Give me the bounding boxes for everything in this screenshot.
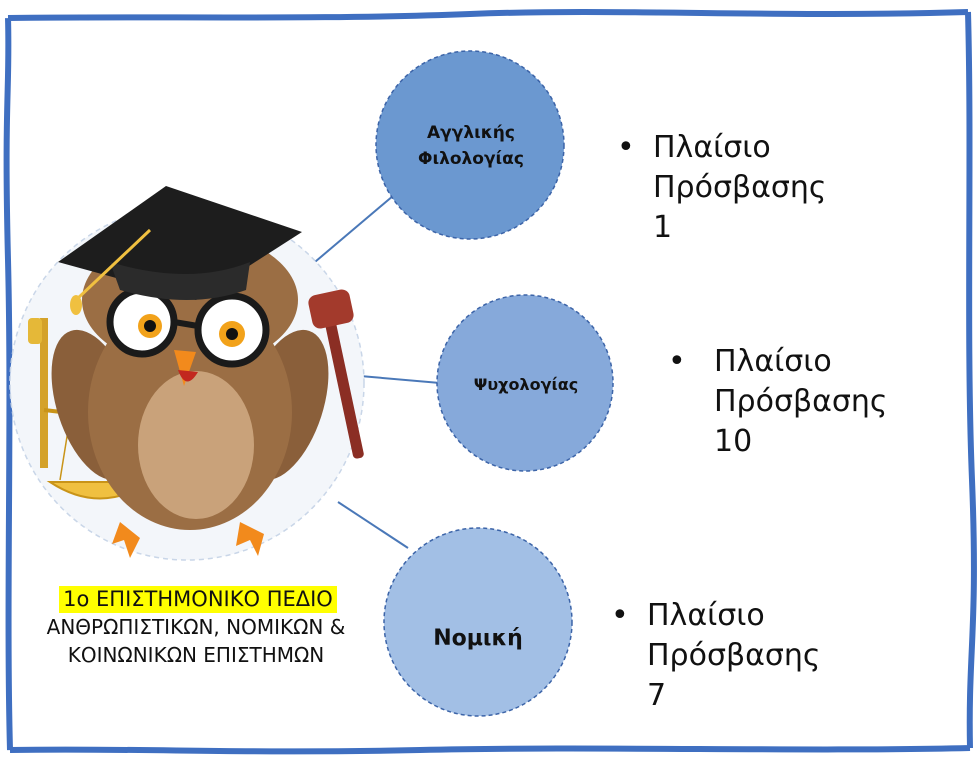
bullet-point: • [617, 130, 635, 165]
bullet-point: • [668, 344, 686, 379]
owl-graduate-with-gavel-and-scales-icon [9, 186, 365, 561]
field-caption-line3: ΚΟΙΝΩΝΙΚΩΝ ΕΠΙΣΤΗΜΩΝ [67, 643, 325, 667]
connector-line-bottom [337, 501, 409, 549]
field-caption: 1ο ΕΠΙΣΤΗΜΟΝΙΚΟ ΠΕΔΙΟ ΑΝΘΡΩΠΙΣΤΙΚΩΝ, ΝΟΜ… [0, 586, 392, 669]
field-caption-title: 1ο ΕΠΙΣΤΗΜΟΝΙΚΟ ΠΕΔΙΟ [59, 586, 337, 613]
department-node-psychology [436, 294, 614, 472]
hand-drawn-frame [3, 9, 977, 755]
department-node-law [383, 527, 573, 717]
department-name-english: Αγγλικής Φιλολογίας [418, 123, 524, 169]
access-framework-text: Πλαίσιο Πρόσβασης 7 [647, 598, 821, 713]
department-name-psychology: Ψυχολογίας [473, 374, 579, 394]
bullet-point: • [611, 598, 629, 633]
access-framework-text: Πλαίσιο Πρόσβασης 1 [653, 130, 827, 245]
field-caption-line2: ΑΝΘΡΩΠΙΣΤΙΚΩΝ, ΝΟΜΙΚΩΝ & [46, 615, 346, 639]
department-node-english [375, 50, 565, 240]
connector-line-middle [359, 375, 441, 384]
access-framework-text: Πλαίσιο Πρόσβασης 10 [714, 344, 888, 459]
department-name-law: Νομική [433, 625, 523, 651]
